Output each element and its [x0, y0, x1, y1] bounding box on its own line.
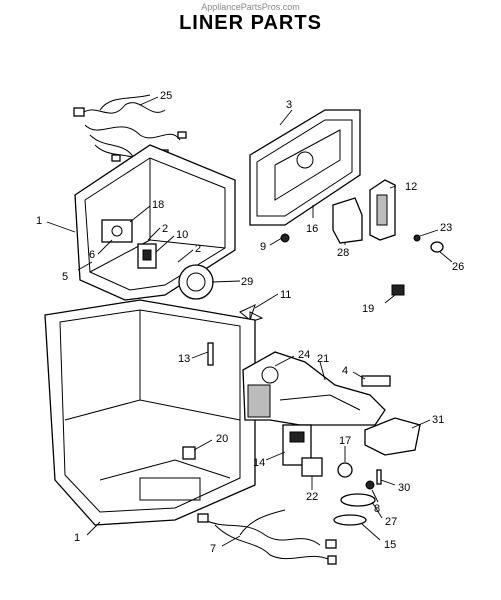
callout-8: 8 — [374, 503, 380, 515]
callout-7: 7 — [210, 543, 216, 555]
fan-blade — [239, 304, 264, 323]
lamp-17 — [337, 462, 353, 478]
callout-5: 5 — [62, 271, 68, 283]
watermark: AppliancePartsPros.com — [201, 2, 300, 12]
fresh-food-liner — [44, 299, 256, 526]
callout-12: 12 — [405, 181, 417, 193]
part-22 — [301, 457, 323, 477]
callout-2-b: 2 — [195, 243, 201, 255]
callout-20: 20 — [216, 433, 228, 445]
callout-2-a: 2 — [162, 223, 168, 235]
screw-9 — [280, 233, 290, 243]
callout-24: 24 — [298, 349, 310, 361]
screw-30 — [376, 469, 382, 485]
callout-18: 18 — [152, 199, 164, 211]
callout-14: 14 — [253, 457, 265, 469]
callout-9: 9 — [260, 241, 266, 253]
callout-26: 26 — [452, 261, 464, 273]
part-27 — [340, 493, 376, 507]
callout-19: 19 — [362, 303, 374, 315]
part-13 — [207, 342, 214, 366]
bracket-31 — [364, 417, 421, 456]
damper-motor — [137, 243, 157, 269]
control-housing — [242, 351, 386, 426]
callout-16: 16 — [306, 223, 318, 235]
callout-31: 31 — [432, 414, 444, 426]
cover-28 — [332, 197, 363, 244]
thermostat-assembly — [101, 219, 133, 243]
callout-1-lower: 1 — [74, 532, 80, 544]
callout-22: 22 — [306, 491, 318, 503]
callout-17: 17 — [339, 435, 351, 447]
wire-harness-lower — [197, 509, 337, 565]
page-title: LINER PARTS — [179, 12, 322, 34]
rear-panel — [249, 109, 361, 226]
part-19 — [391, 284, 405, 296]
callout-30: 30 — [398, 482, 410, 494]
part-8 — [365, 480, 375, 490]
callout-15: 15 — [384, 539, 396, 551]
knob-26 — [430, 241, 444, 253]
callout-6: 6 — [89, 249, 95, 261]
callouts: 25 3 1 18 2 10 12 6 2 9 16 23 5 29 28 26 — [36, 90, 464, 555]
callout-29: 29 — [241, 276, 253, 288]
callout-11: 11 — [280, 289, 291, 301]
part-15 — [333, 514, 367, 526]
callout-27: 27 — [385, 516, 397, 528]
callout-1-upper: 1 — [36, 215, 42, 227]
fan-shroud — [178, 264, 214, 300]
callout-10: 10 — [176, 229, 188, 241]
screw-23 — [413, 234, 421, 242]
callout-4: 4 — [342, 365, 348, 377]
light-housing — [369, 179, 396, 241]
callout-3: 3 — [286, 99, 292, 111]
part-20 — [182, 446, 196, 460]
callout-21: 21 — [317, 353, 329, 365]
wire-harness-upper — [73, 94, 187, 166]
callout-25: 25 — [160, 90, 172, 102]
callout-28: 28 — [337, 247, 349, 259]
callout-13: 13 — [178, 353, 190, 365]
callout-23: 23 — [440, 222, 452, 234]
part-4 — [361, 375, 391, 387]
